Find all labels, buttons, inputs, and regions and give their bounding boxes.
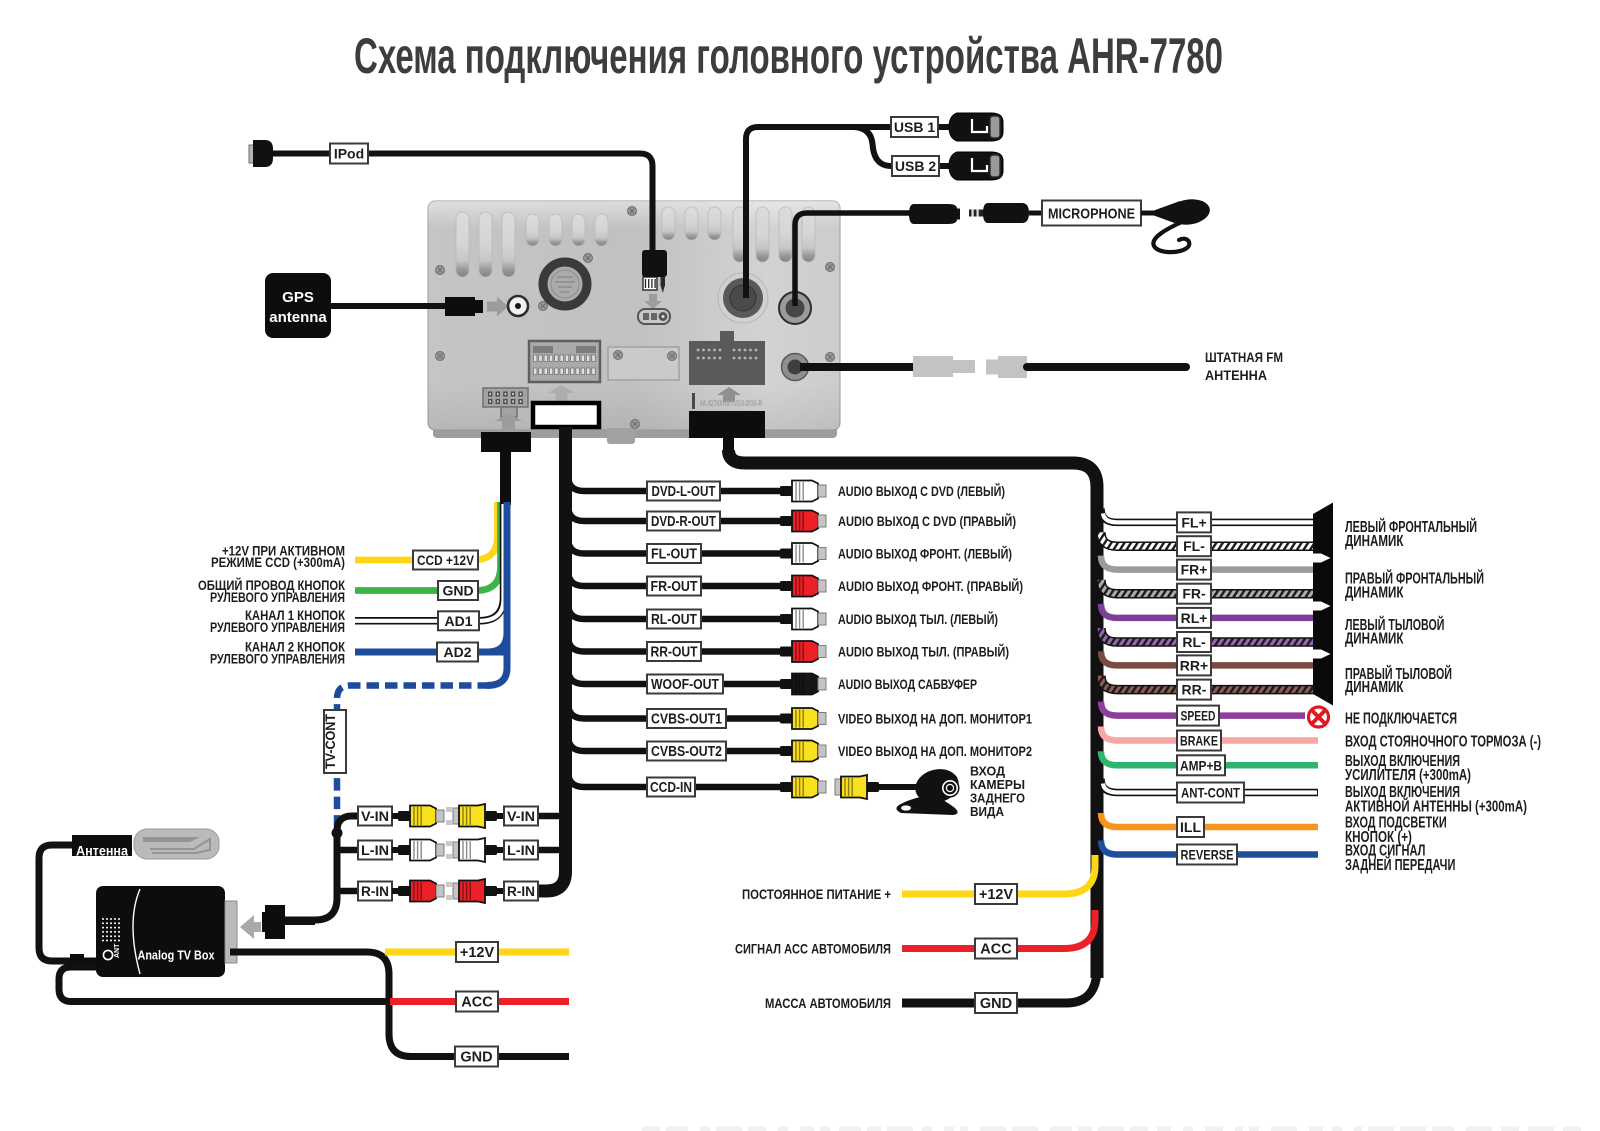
svg-text:FL+: FL+ [1181,514,1206,530]
svg-text:FL-: FL- [1183,538,1205,554]
svg-text:ЛЕВЫЙ ФРОНТАЛЬНЫЙ: ЛЕВЫЙ ФРОНТАЛЬНЫЙ [1345,517,1477,536]
svg-text:GND: GND [460,1050,492,1066]
svg-text:AD1: AD1 [444,613,472,629]
svg-text:AUDIO ВЫХОД ТЫЛ. (ПРАВЫЙ): AUDIO ВЫХОД ТЫЛ. (ПРАВЫЙ) [838,643,1009,660]
svg-text:ВХОД СИГНАЛ: ВХОД СИГНАЛ [1345,843,1425,860]
svg-text:АНТЕННА: АНТЕННА [1205,368,1267,383]
svg-text:КНОПОК (+): КНОПОК (+) [1345,829,1412,846]
svg-text:ANT-CONT: ANT-CONT [1181,785,1240,801]
svg-text:ПОСТОЯННОЕ ПИТАНИЕ +: ПОСТОЯННОЕ ПИТАНИЕ + [742,886,891,902]
svg-text:ВХОД СТОЯНОЧНОГО ТОРМОЗА (-): ВХОД СТОЯНОЧНОГО ТОРМОЗА (-) [1345,733,1541,750]
svg-text:НЕ ПОДКЛЮЧАЕТСЯ: НЕ ПОДКЛЮЧАЕТСЯ [1345,710,1457,727]
svg-text:RL-OUT: RL-OUT [651,612,697,628]
svg-text:BRAKE: BRAKE [1180,733,1218,749]
svg-text:+12V: +12V [979,887,1014,903]
svg-text:ACC: ACC [980,942,1012,958]
svg-text:ЗАДНЕЙ ПЕРЕДАЧИ: ЗАДНЕЙ ПЕРЕДАЧИ [1345,855,1455,874]
svg-text:V-IN: V-IN [507,808,535,824]
svg-text:ДИНАМИК: ДИНАМИК [1345,679,1404,696]
svg-text:ACC: ACC [461,995,493,1011]
svg-text:ВЫХОД ВКЛЮЧЕНИЯ: ВЫХОД ВКЛЮЧЕНИЯ [1345,784,1460,801]
svg-text:ПРАВЫЙ ФРОНТАЛЬНЫЙ: ПРАВЫЙ ФРОНТАЛЬНЫЙ [1345,568,1484,587]
svg-text:FR-: FR- [1182,586,1206,602]
svg-text:CCD +12V: CCD +12V [417,552,475,568]
svg-text:CCD-IN: CCD-IN [650,780,692,796]
svg-text:ДИНАМИК: ДИНАМИК [1345,584,1404,601]
svg-text:SPEED: SPEED [1181,708,1216,724]
svg-text:RR-: RR- [1182,682,1207,698]
svg-text:Антенна: Антенна [76,843,128,858]
svg-text:Analog TV Box: Analog TV Box [138,948,216,963]
svg-text:USB 1: USB 1 [894,119,935,135]
svg-text:РУЛЕВОГО УПРАВЛЕНИЯ: РУЛЕВОГО УПРАВЛЕНИЯ [210,652,345,667]
svg-text:REVERSE: REVERSE [1181,847,1234,863]
svg-text:ILL: ILL [1180,819,1201,835]
svg-text:ВХОД ПОДСВЕТКИ: ВХОД ПОДСВЕТКИ [1345,815,1447,832]
svg-text:VIDEO ВЫХОД НА ДОП. МОНИТОР2: VIDEO ВЫХОД НА ДОП. МОНИТОР2 [838,743,1032,759]
svg-text:AMP+B: AMP+B [1180,757,1222,773]
svg-text:ВЫХОД ВКЛЮЧЕНИЯ: ВЫХОД ВКЛЮЧЕНИЯ [1345,753,1460,770]
svg-text:МАССА АВТОМОБИЛЯ: МАССА АВТОМОБИЛЯ [765,995,891,1011]
svg-text:СИГНАЛ ACC АВТОМОБИЛЯ: СИГНАЛ ACC АВТОМОБИЛЯ [735,941,891,957]
svg-text:TV-CONT: TV-CONT [323,713,338,769]
svg-text:КАМЕРЫ: КАМЕРЫ [970,778,1025,792]
svg-text:ПРАВЫЙ ТЫЛОВОЙ: ПРАВЫЙ ТЫЛОВОЙ [1345,664,1452,683]
svg-text:V-IN: V-IN [361,808,389,824]
svg-text:ВХОД: ВХОД [970,765,1005,779]
svg-text:УСИЛИТЕЛЯ (+300mA): УСИЛИТЕЛЯ (+300mA) [1345,767,1471,784]
svg-text:AUDIO ВЫХОД ФРОНТ. (ПРАВЫЙ): AUDIO ВЫХОД ФРОНТ. (ПРАВЫЙ) [838,577,1023,594]
svg-text:Схема подключения головного ус: Схема подключения головного устройства A… [354,28,1223,84]
svg-text:ДИНАМИК: ДИНАМИК [1345,533,1404,550]
svg-text:КАНАЛ 1 КНОПОК: КАНАЛ 1 КНОПОК [245,608,346,623]
svg-text:+12V ПРИ АКТИВНОМ: +12V ПРИ АКТИВНОМ [222,543,345,558]
svg-text:ЛЕВЫЙ ТЫЛОВОЙ: ЛЕВЫЙ ТЫЛОВОЙ [1345,615,1444,634]
svg-text:L-IN: L-IN [507,842,535,858]
svg-text:CVBS-OUT2: CVBS-OUT2 [651,744,722,760]
svg-text:АКТИВНОЙ АНТЕННЫ (+300mA): АКТИВНОЙ АНТЕННЫ (+300mA) [1345,797,1527,816]
svg-text:AD2: AD2 [443,644,471,660]
svg-text:0A-X27XXAB-TV2.0-203A-R: 0A-X27XXAB-TV2.0-203A-R [700,399,762,408]
svg-text:ОБЩИЙ ПРОВОД КНОПОК: ОБЩИЙ ПРОВОД КНОПОК [198,578,346,593]
svg-text:DVD-R-OUT: DVD-R-OUT [651,514,716,530]
svg-text:RR-OUT: RR-OUT [651,645,698,661]
svg-text:+12V: +12V [460,945,495,961]
svg-text:L-IN: L-IN [361,842,389,858]
svg-text:CVBS-OUT1: CVBS-OUT1 [651,712,722,728]
svg-text:FL-OUT: FL-OUT [651,547,697,563]
svg-text:IPod: IPod [334,146,364,162]
svg-text:AUDIO ВЫХОД С DVD (ЛЕВЫЙ): AUDIO ВЫХОД С DVD (ЛЕВЫЙ) [838,482,1005,499]
svg-text:AUDIO ВЫХОД САБВУФЕР: AUDIO ВЫХОД САБВУФЕР [838,676,977,692]
svg-text:ШТАТНАЯ FM: ШТАТНАЯ FM [1205,350,1283,365]
svg-text:ДИНАМИК: ДИНАМИК [1345,630,1404,647]
svg-text:GND: GND [442,583,473,599]
svg-text:RL-: RL- [1182,634,1206,650]
svg-text:USB 2: USB 2 [895,158,936,174]
svg-text:MICROPHONE: MICROPHONE [1048,205,1135,222]
svg-text:AUDIO ВЫХОД ТЫЛ. (ЛЕВЫЙ): AUDIO ВЫХОД ТЫЛ. (ЛЕВЫЙ) [838,610,998,627]
svg-text:РУЛЕВОГО УПРАВЛЕНИЯ: РУЛЕВОГО УПРАВЛЕНИЯ [210,590,345,605]
svg-text:РЕЖИМЕ CCD (+300mA): РЕЖИМЕ CCD (+300mA) [211,555,345,570]
svg-text:VIDEO ВЫХОД НА ДОП. МОНИТОР1: VIDEO ВЫХОД НА ДОП. МОНИТОР1 [838,711,1032,727]
svg-text:DVD-L-OUT: DVD-L-OUT [652,484,716,500]
svg-text:FR-OUT: FR-OUT [651,579,698,595]
svg-text:AUDIO ВЫХОД С DVD (ПРАВЫЙ): AUDIO ВЫХОД С DVD (ПРАВЫЙ) [838,512,1016,529]
svg-text:antenna: antenna [269,309,327,326]
svg-text:GPS: GPS [282,289,314,306]
svg-text:WOOF-OUT: WOOF-OUT [651,677,719,693]
svg-text:ANT: ANT [114,943,121,958]
svg-text:FR+: FR+ [1181,562,1208,578]
svg-text:GND: GND [980,996,1012,1012]
svg-text:РУЛЕВОГО УПРАВЛЕНИЯ: РУЛЕВОГО УПРАВЛЕНИЯ [210,620,345,635]
svg-text:ЗАДНЕГО: ЗАДНЕГО [970,791,1025,805]
svg-text:RR+: RR+ [1180,657,1208,673]
svg-text:ВИДА: ВИДА [970,805,1004,819]
svg-text:R-IN: R-IN [507,883,535,899]
svg-text:R-IN: R-IN [361,883,389,899]
svg-text:AUDIO ВЫХОД ФРОНТ. (ЛЕВЫЙ): AUDIO ВЫХОД ФРОНТ. (ЛЕВЫЙ) [838,545,1012,562]
svg-text:RL+: RL+ [1181,610,1208,626]
svg-text:КАНАЛ 2 КНОПОК: КАНАЛ 2 КНОПОК [245,640,346,655]
